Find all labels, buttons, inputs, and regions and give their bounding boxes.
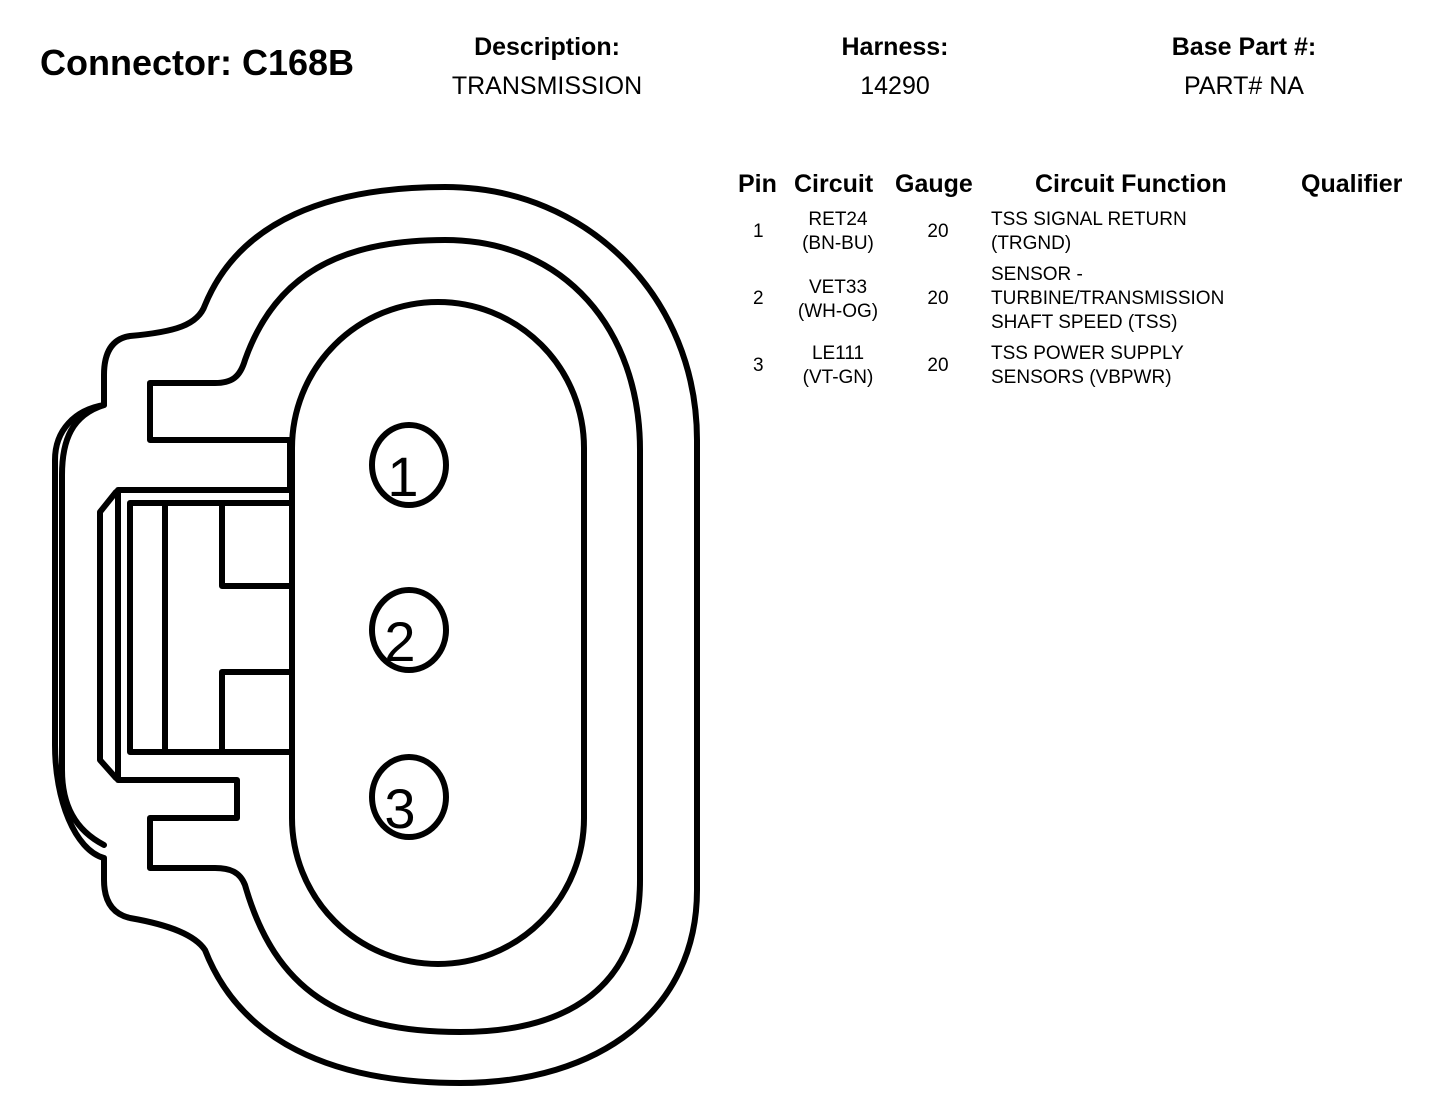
description-value: TRANSMISSION (451, 72, 643, 100)
connector-title: Connector: C168B (40, 42, 355, 83)
row-3-pin: 3 (753, 355, 764, 376)
pin-2-label: 2 (384, 610, 415, 673)
connector-pin-cavity (289, 299, 587, 967)
connector-shroud-outer (59, 402, 107, 848)
base-part-value: PART# NA (1184, 72, 1304, 100)
row-3-gauge: 20 (927, 355, 949, 376)
connector-outer-housing (52, 184, 700, 1086)
row-1-pin: 1 (753, 221, 764, 242)
harness-label: Harness: (841, 33, 949, 61)
row-2-function-line-3: SHAFT SPEED (TSS) (991, 312, 1178, 333)
row-1-function-line-1: TSS SIGNAL RETURN (991, 209, 1187, 230)
row-3-function-line-2: SENSORS (VBPWR) (991, 367, 1172, 388)
connector-locking-tab (127, 500, 293, 755)
column-header-qualifier: Qualifier (1301, 170, 1403, 198)
base-part-label: Base Part #: (1171, 33, 1317, 61)
harness-value: 14290 (860, 72, 930, 100)
description-label: Description: (474, 33, 620, 61)
pin-1-circle (369, 422, 449, 508)
row-2-function-line-1: SENSOR - (991, 264, 1083, 285)
row-3-circuit-color: (VT-GN) (802, 367, 874, 388)
connector-shroud-bevel (97, 489, 119, 781)
pin-3-circle (369, 754, 449, 840)
pin-1-label: 1 (387, 445, 418, 508)
pin-3-label: 3 (384, 777, 415, 840)
row-1-circuit: RET24 (808, 209, 868, 230)
column-header-circuit-function: Circuit Function (1035, 170, 1227, 198)
row-2-pin: 2 (753, 288, 764, 309)
row-3-function-line-1: TSS POWER SUPPLY (991, 343, 1184, 364)
row-1-circuit-color: (BN-BU) (802, 233, 874, 254)
row-2-circuit-color: (WH-OG) (797, 301, 879, 322)
row-2-function-line-2: TURBINE/TRANSMISSION (991, 288, 1225, 309)
connector-middle-housing (115, 237, 643, 1035)
row-1-gauge: 20 (927, 221, 949, 242)
column-header-pin: Pin (738, 170, 777, 198)
row-3-circuit: LE111 (811, 343, 865, 364)
pin-2-circle (369, 587, 449, 673)
column-header-circuit: Circuit (794, 170, 874, 198)
row-2-gauge: 20 (927, 288, 949, 309)
column-header-gauge: Gauge (895, 170, 973, 198)
row-2-circuit: VET33 (808, 277, 868, 298)
row-1-function-line-2: (TRGND) (991, 233, 1072, 254)
